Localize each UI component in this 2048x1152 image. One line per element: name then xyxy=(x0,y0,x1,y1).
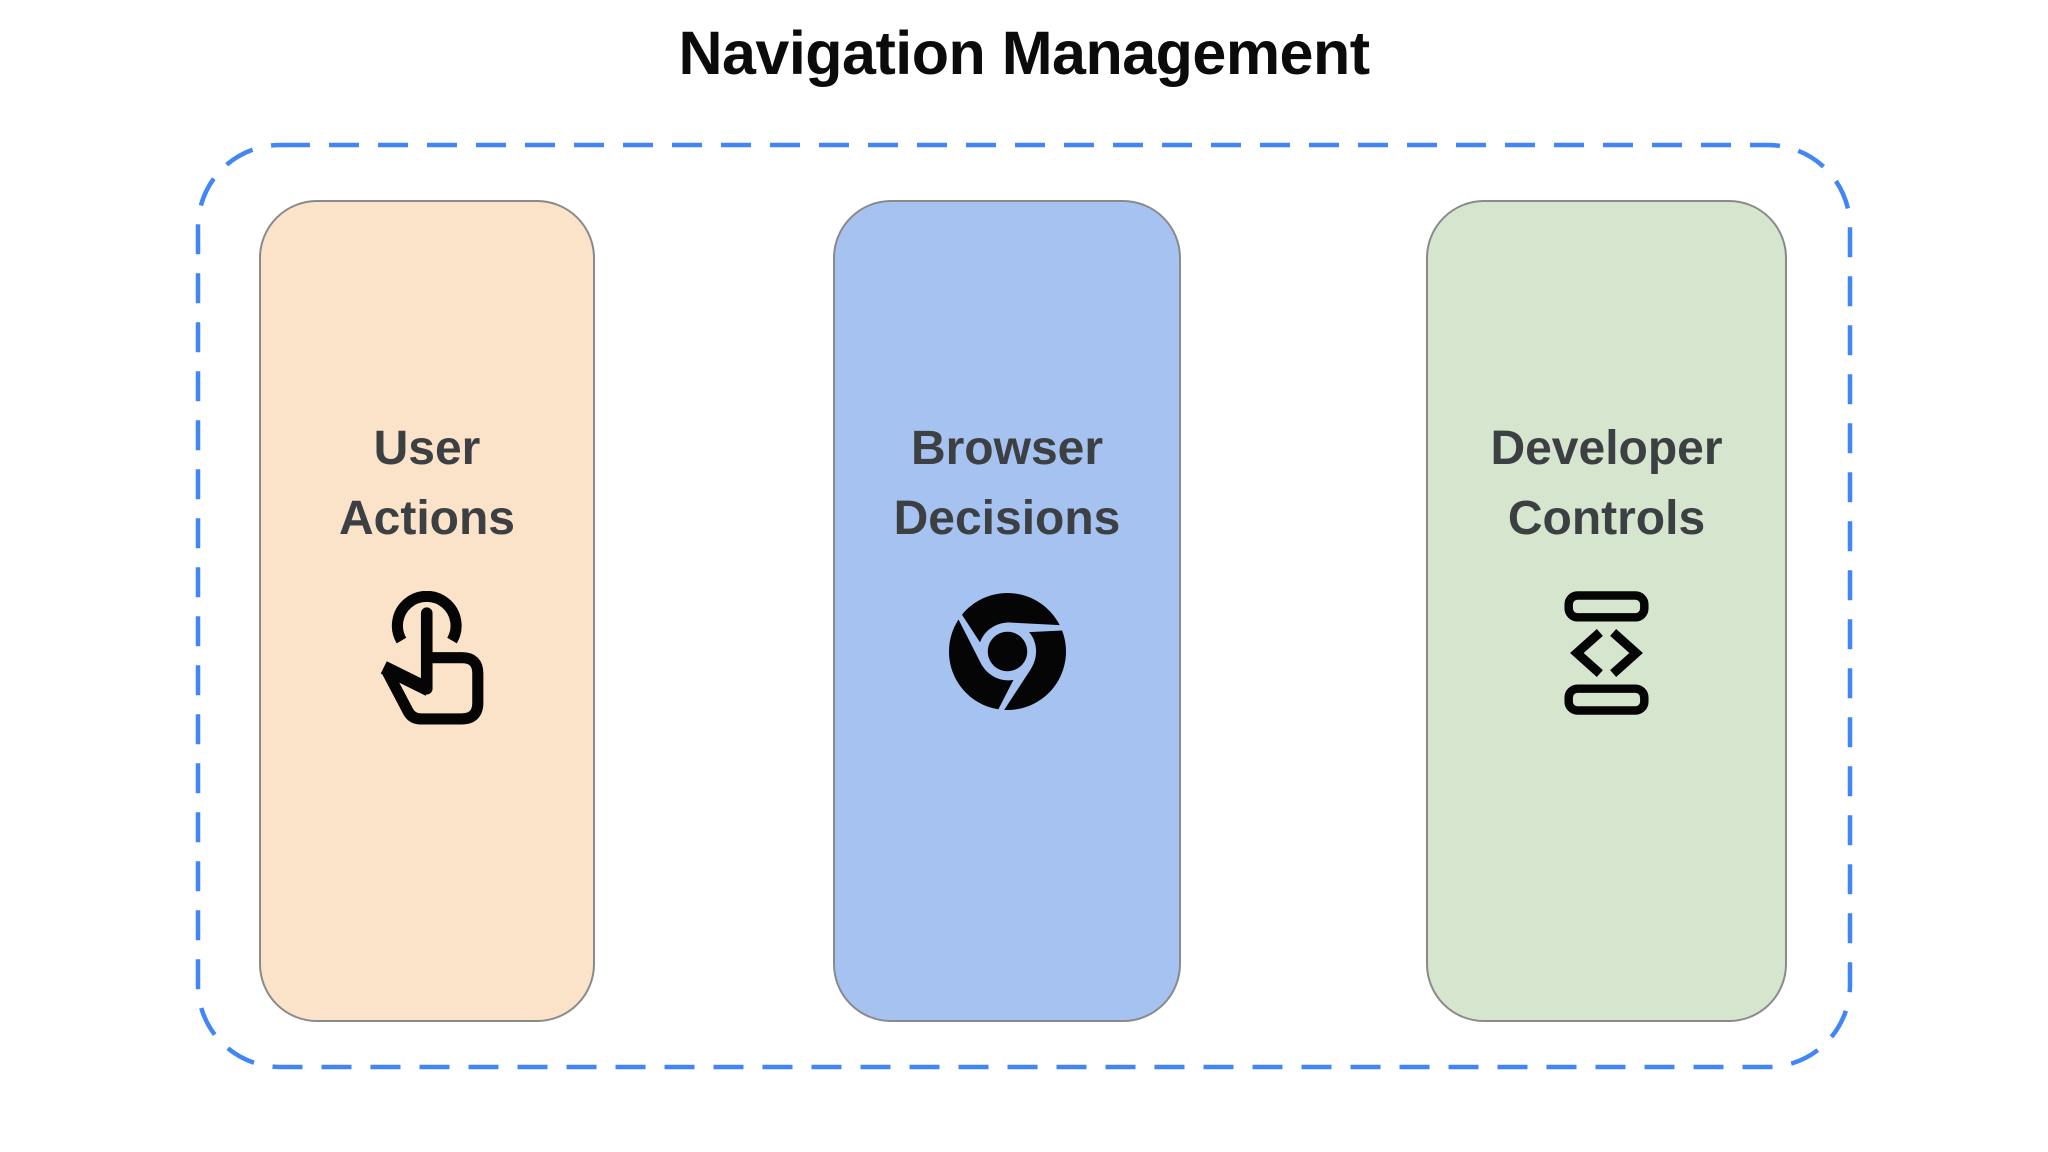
card-user-actions-label: User Actions xyxy=(338,422,515,545)
developer-mode-icon xyxy=(1564,591,1649,715)
card-browser-decisions: Browser Decisions xyxy=(833,200,1181,1022)
card-user-actions: User Actions xyxy=(259,200,595,1022)
chrome-browser-icon xyxy=(948,591,1066,712)
card-browser-decisions-label: Browser Decisions xyxy=(893,422,1121,545)
touch-gesture-icon xyxy=(368,591,487,725)
card-developer-controls-label: Developer Controls xyxy=(1490,422,1723,545)
card-developer-controls: Developer Controls xyxy=(1426,200,1787,1022)
diagram-title: Navigation Management xyxy=(678,19,1370,87)
